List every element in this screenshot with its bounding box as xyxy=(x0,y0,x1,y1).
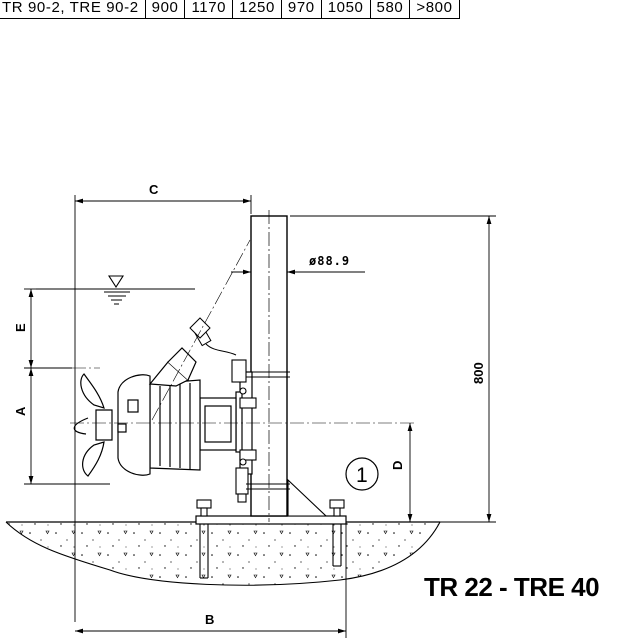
mounting-bracket xyxy=(231,359,290,503)
center-lines xyxy=(70,239,415,424)
dimension-height xyxy=(290,215,496,523)
cable-grip xyxy=(189,317,237,356)
label-b: B xyxy=(205,612,214,627)
dimension-b xyxy=(75,524,347,638)
table-cell-f: 580 xyxy=(369,0,411,19)
anchor-bolts xyxy=(196,499,345,579)
table-cell-g: >800 xyxy=(409,0,460,19)
dimension-a xyxy=(24,368,110,485)
table-cell-d: 970 xyxy=(280,0,322,19)
dimension-e xyxy=(24,288,72,369)
dimension-table: TR 90-2, TRE 90-2 900 1170 1250 970 1050… xyxy=(0,0,460,19)
label-a: A xyxy=(13,406,28,416)
label-c: C xyxy=(149,182,159,197)
callout-number: 1 xyxy=(356,464,368,487)
ground-foundation xyxy=(5,521,441,586)
table-cell-b: 1170 xyxy=(184,0,234,19)
table-row: TR 90-2, TRE 90-2 900 1170 1250 970 1050… xyxy=(0,0,460,19)
gusset-plate xyxy=(287,478,328,517)
guide-pipe xyxy=(250,210,288,522)
height-label: 800 xyxy=(471,362,486,384)
label-e: E xyxy=(13,323,28,332)
water-level-symbol xyxy=(36,275,195,305)
mixer-unit xyxy=(73,347,253,477)
dimension-c xyxy=(74,195,252,622)
pipe-diameter-label: ø88.9 xyxy=(309,254,350,268)
table-cell-a: 900 xyxy=(144,0,186,19)
table-cell-e: 1050 xyxy=(320,0,371,19)
table-cell-model: TR 90-2, TRE 90-2 xyxy=(0,0,146,19)
base-plate xyxy=(195,515,347,525)
model-title: TR 22 - TRE 40 xyxy=(424,572,600,602)
callout-1: 1 xyxy=(345,457,379,491)
label-d: D xyxy=(390,461,405,470)
